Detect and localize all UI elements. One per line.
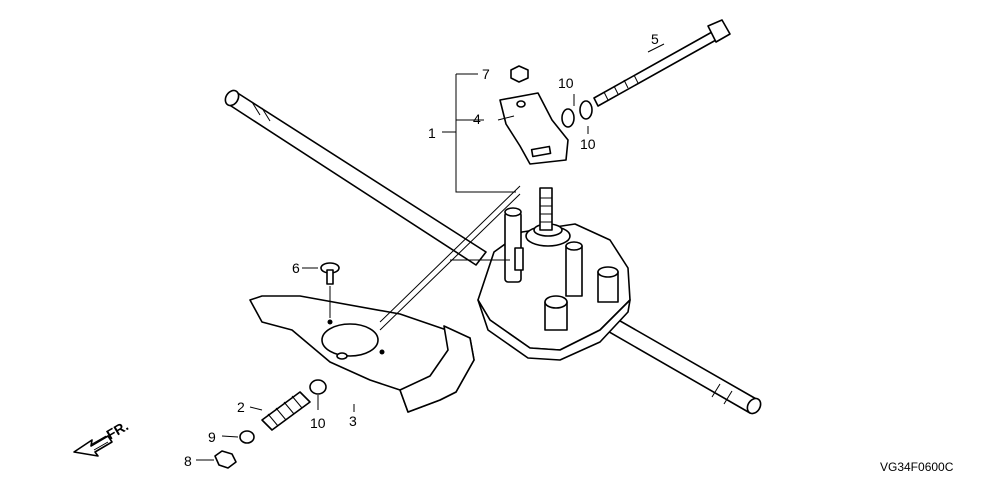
callout-2: 2 [237,399,245,415]
callout-10-upper-left: 10 [558,75,574,91]
arrow-icon [73,435,113,457]
bracket [249,295,475,413]
washer-10-left [561,108,575,128]
nut-8 [214,450,237,469]
callout-5: 5 [651,31,659,47]
screw-6 [320,262,340,285]
diagram-code: VG34F0600C [880,460,954,474]
spring [261,391,311,431]
callout-8: 8 [184,453,192,469]
callout-7: 7 [482,66,490,82]
washer-10-lower [309,379,327,395]
long-bolt [593,19,731,107]
callout-9: 9 [208,429,216,445]
leader-lines [196,43,665,461]
callout-10-upper-right: 10 [580,136,596,152]
callout-4: 4 [473,111,481,127]
callout-10-lower: 10 [310,415,326,431]
callout-6: 6 [292,260,300,276]
gear-case [477,187,631,361]
callout-3: 3 [349,413,357,429]
callout-1: 1 [428,125,436,141]
axle-shaft [224,89,762,415]
washer-9 [239,430,255,444]
washer-10-right [579,100,593,120]
lever-plate [499,92,569,165]
front-direction-arrow: FR. [73,417,131,457]
nut-7 [510,65,529,83]
